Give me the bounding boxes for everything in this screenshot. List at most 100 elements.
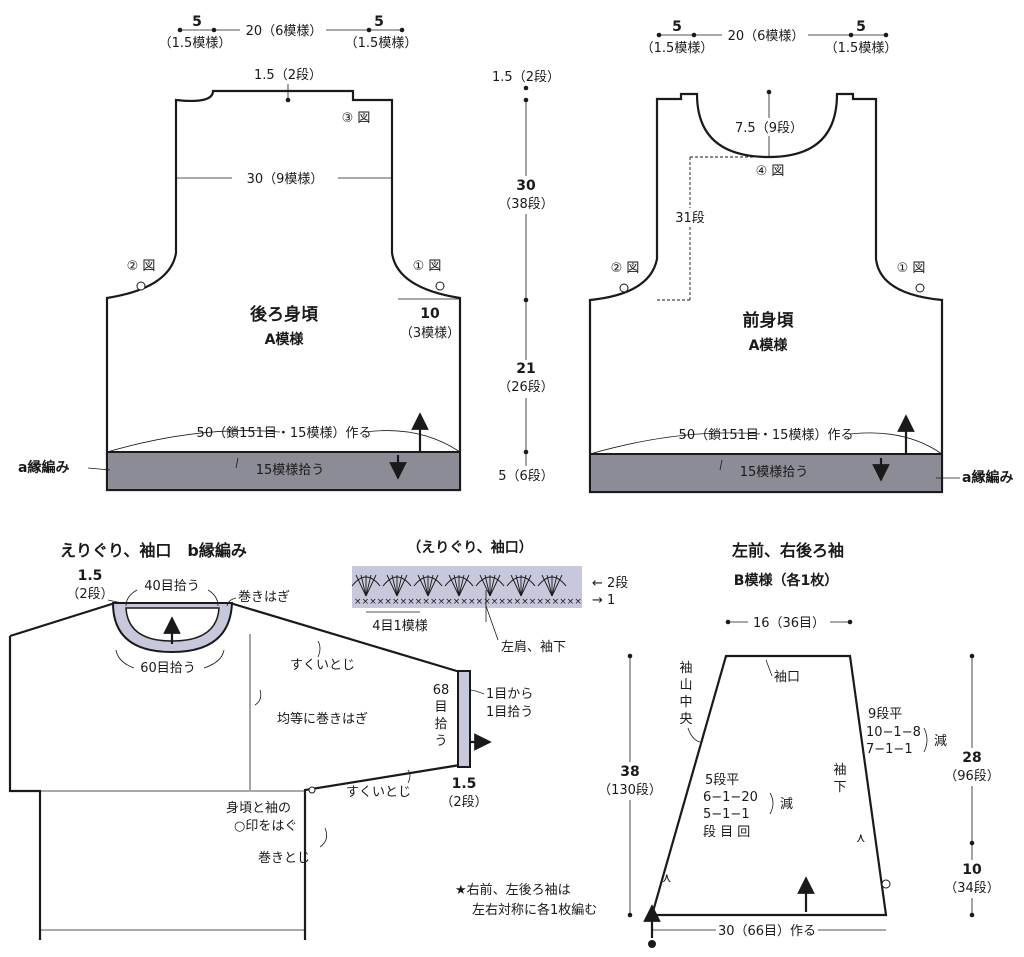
back-armhole-repeat: （3模様） [400,326,460,341]
chart-shell-stitch [391,574,398,597]
sleeve-cuff-band [457,670,471,768]
front-top-right-width: 5 [856,19,866,35]
chart-shell-stitch [520,574,527,597]
center-dimensions: 1.5（2段） 30 （38段） 21 （26段） 5（6段） [492,70,560,484]
assembly-title: えりぐり、袖口 b縁編み [60,541,247,560]
chart-shell-stitch [489,574,496,597]
center-lower-height: 21 [516,361,535,377]
chart-shell-stitch [427,574,434,597]
back-top-middle-width: 20（6模様） [246,24,323,39]
chart-seam-note: 左肩、袖下 [501,639,566,655]
sleeve-height-rows: （130段） [598,783,662,798]
sleeve-cuff-label: 袖口 [774,670,800,685]
sleeve-left-tick: ⋏ [662,871,672,886]
sleeve-right-dec: 減 [934,733,947,749]
sleeve-height: 38 [620,764,639,780]
chart-shell-stitch [541,574,553,597]
assembly-even-whip: 均等に巻きはぎ [277,711,368,727]
front-right-join-mark [915,283,925,293]
sleeve-note-1: ★右前、左後ろ袖は [455,882,571,898]
sleeve-pattern: B模様（各1枚） [734,572,838,589]
chart-shell-stitch [515,574,522,597]
sleeve-left-shape-0: 5段平 [705,773,739,788]
assembly-slip-stitch-1: すくいとじ [290,658,355,673]
chart-shell-stitch [417,574,429,597]
sleeve-lower-height: 10 [962,862,982,878]
sleeve-right-shape-2: 7−1−1 [866,742,913,757]
chart-shell-stitch [458,574,470,597]
front-body-diagram: 5 （1.5模様） 20（6模様） 5 （1.5模様） 7.5（9段） ④ 図 … [588,19,1013,494]
chart-single-crochet: × [567,597,575,607]
chart-single-crochet: × [544,597,552,607]
front-body-outline [588,92,944,494]
chart-single-crochet: × [369,597,377,607]
cuff-note-2: 1目拾う [486,705,533,720]
chart-shell-stitch [484,574,491,597]
chart-single-crochet: × [529,597,537,607]
center-lower-rows: （26段） [498,380,554,395]
chart-single-crochet: × [377,597,385,607]
chart-title: （えりぐり、袖口） [407,539,532,556]
chart-shell-stitch [520,574,532,597]
chart-shell-stitch [551,574,563,597]
cuff-rows: （2段） [440,795,487,810]
cuff-pick-0: 68 [433,683,450,698]
sleeve-upper-rows: （96段） [944,769,1000,784]
chart-single-crochet: × [400,597,408,607]
front-top-left-width: 5 [672,19,682,35]
assembly-join-marks-1: 身頃と袖の [226,800,291,816]
chart-single-crochet: × [453,597,461,607]
assembly-whip-stitch: 巻きはぎ [238,590,290,605]
back-pickup: 15模様拾う [256,463,325,478]
chart-single-crochet: × [552,597,560,607]
sleeve-underarm-0: 袖 [833,763,846,778]
sleeve-center-3: 央 [679,712,692,727]
assembly-neck-rows: （2段） [66,587,113,602]
sleeve-top-width: 16（36目） [753,616,825,631]
sleeve-center-0: 袖 [679,661,692,676]
chart-single-crochet: × [574,597,582,607]
back-top-left-repeat: （1.5模様） [159,36,232,51]
back-upper-width: 30（9模様） [247,172,324,187]
cuff-pick-2: 拾 [434,717,447,732]
chart-shell-stitch [386,574,398,597]
center-upper-height: 30 [516,178,536,194]
sleeve-lower-rows: （34段） [944,881,1000,896]
chart-single-crochet: × [514,597,522,607]
sleeve-left-shape-1: 6−1−20 [703,790,758,805]
sleeve-diagram: 左前、右後ろ袖 B模様（各1枚） 16（36目） 袖口 袖 山 中 央 9段平 … [455,541,1002,948]
chart-single-crochet: × [460,597,468,607]
back-figure2-ref: ② 図 [127,259,156,274]
chart-shell-stitch [396,574,403,597]
chart-single-crochet: × [422,597,430,607]
chart-row-2: ← 2段 [592,576,628,591]
back-top-right-repeat: （1.5模様） [345,36,418,51]
assembly-pick-60: 60目拾う [140,661,196,676]
chart-shell-stitch [453,574,460,597]
chart-single-crochet: × [476,597,484,607]
chart-single-crochet: × [445,597,453,607]
chart-shell-stitch [396,574,408,597]
front-top-left-repeat: （1.5模様） [641,41,714,56]
chart-single-crochet: × [407,597,415,607]
sleeve-center-2: 中 [679,695,692,710]
chart-single-crochet: × [415,597,423,607]
front-figure4-ref: ④ 図 [756,164,785,179]
chart-shell-stitch [365,574,372,597]
front-cast-on: 50（鎖151目・15模様）作る [679,427,854,443]
chart-single-crochet: × [498,597,506,607]
front-top-middle-width: 20（6模様） [728,29,805,44]
chart-single-crochet: × [384,597,392,607]
chart-single-crochet: × [521,597,529,607]
sleeve-right-shape-0: 9段平 [868,707,902,722]
chart-single-crochet: × [438,597,446,607]
back-border-label: a縁編み [18,459,69,476]
front-figure1-ref: ① 図 [897,261,926,276]
assembly-slip-stitch-2: すくいとじ [346,785,411,800]
cuff-pick-3: う [434,734,447,749]
sleeve-outline [650,654,888,917]
back-neck-depth: 1.5（2段） [254,68,322,83]
front-left-join-mark [619,283,629,293]
